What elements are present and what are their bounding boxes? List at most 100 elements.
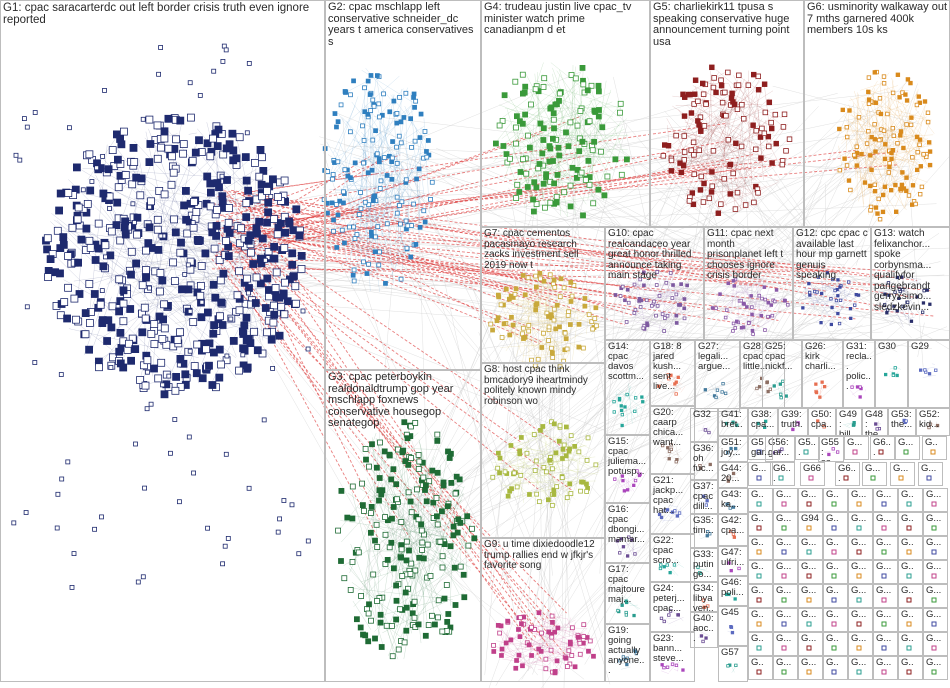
- node[interactable]: [77, 235, 86, 244]
- node[interactable]: [224, 252, 233, 261]
- node[interactable]: [46, 255, 55, 264]
- node[interactable]: [277, 302, 286, 311]
- node[interactable]: [273, 230, 282, 239]
- node[interactable]: [191, 148, 200, 157]
- node[interactable]: [150, 320, 159, 329]
- node[interactable]: [153, 215, 162, 224]
- node[interactable]: [113, 198, 122, 207]
- node[interactable]: [116, 236, 125, 245]
- node[interactable]: [160, 324, 169, 333]
- node[interactable]: [160, 190, 169, 199]
- node[interactable]: [223, 176, 231, 184]
- node[interactable]: [250, 327, 259, 336]
- node[interactable]: [235, 366, 244, 375]
- node[interactable]: [116, 328, 125, 337]
- node[interactable]: [198, 374, 207, 383]
- node[interactable]: [119, 317, 128, 326]
- node[interactable]: [217, 360, 226, 369]
- node[interactable]: [210, 244, 219, 253]
- node[interactable]: [235, 306, 244, 315]
- node[interactable]: [179, 140, 188, 149]
- node[interactable]: [263, 274, 272, 283]
- node[interactable]: [153, 154, 162, 163]
- node[interactable]: [257, 180, 266, 189]
- node[interactable]: [252, 224, 261, 233]
- node[interactable]: [250, 158, 259, 167]
- node[interactable]: [101, 241, 110, 250]
- node[interactable]: [98, 316, 107, 325]
- node[interactable]: [119, 286, 128, 295]
- node[interactable]: [141, 381, 150, 390]
- node[interactable]: [251, 299, 260, 307]
- node[interactable]: [153, 121, 162, 130]
- node[interactable]: [222, 236, 230, 245]
- node[interactable]: [108, 146, 117, 155]
- node[interactable]: [263, 218, 271, 227]
- node[interactable]: [145, 223, 154, 232]
- node[interactable]: [209, 329, 218, 338]
- node[interactable]: [150, 340, 159, 349]
- node[interactable]: [127, 247, 136, 256]
- node[interactable]: [201, 249, 210, 258]
- node[interactable]: [291, 299, 300, 308]
- node[interactable]: [145, 115, 154, 124]
- node[interactable]: [126, 305, 135, 313]
- node[interactable]: [242, 213, 251, 222]
- node[interactable]: [145, 158, 154, 167]
- node[interactable]: [64, 189, 73, 198]
- node[interactable]: [272, 268, 281, 277]
- node[interactable]: [280, 176, 289, 185]
- node[interactable]: [138, 281, 147, 290]
- node[interactable]: [157, 358, 166, 367]
- node[interactable]: [242, 176, 251, 185]
- node[interactable]: [280, 278, 289, 287]
- node[interactable]: [43, 234, 52, 243]
- node[interactable]: [280, 310, 289, 319]
- node[interactable]: [208, 381, 217, 389]
- node[interactable]: [121, 171, 130, 179]
- node[interactable]: [271, 284, 280, 292]
- node[interactable]: [211, 293, 220, 302]
- node[interactable]: [225, 229, 234, 237]
- node[interactable]: [121, 217, 129, 226]
- node[interactable]: [114, 183, 123, 192]
- node[interactable]: [107, 227, 116, 236]
- node[interactable]: [169, 258, 178, 267]
- node[interactable]: [218, 321, 227, 329]
- node[interactable]: [291, 282, 300, 291]
- node[interactable]: [270, 242, 279, 251]
- node[interactable]: [239, 330, 248, 338]
- node[interactable]: [172, 135, 181, 144]
- node[interactable]: [59, 240, 68, 249]
- node[interactable]: [158, 276, 167, 285]
- node[interactable]: [244, 186, 253, 195]
- node[interactable]: [112, 221, 121, 230]
- node[interactable]: [252, 273, 261, 282]
- node[interactable]: [164, 114, 173, 123]
- node[interactable]: [195, 136, 203, 145]
- node[interactable]: [173, 336, 182, 344]
- node[interactable]: [225, 204, 233, 212]
- node[interactable]: [176, 328, 185, 337]
- node[interactable]: [263, 328, 271, 337]
- node[interactable]: [115, 307, 123, 316]
- node[interactable]: [68, 223, 77, 232]
- node[interactable]: [297, 251, 306, 260]
- node[interactable]: [176, 248, 185, 257]
- node[interactable]: [259, 166, 268, 175]
- node[interactable]: [172, 372, 181, 381]
- node[interactable]: [256, 279, 265, 288]
- node[interactable]: [103, 337, 111, 345]
- node[interactable]: [94, 219, 103, 228]
- node[interactable]: [171, 386, 180, 395]
- node[interactable]: [247, 248, 255, 257]
- node[interactable]: [136, 376, 145, 384]
- node[interactable]: [203, 172, 212, 181]
- node[interactable]: [255, 172, 264, 181]
- node[interactable]: [189, 318, 198, 326]
- node[interactable]: [288, 260, 297, 269]
- node[interactable]: [60, 298, 69, 307]
- node[interactable]: [85, 345, 93, 354]
- node[interactable]: [85, 280, 94, 288]
- node[interactable]: [170, 215, 179, 224]
